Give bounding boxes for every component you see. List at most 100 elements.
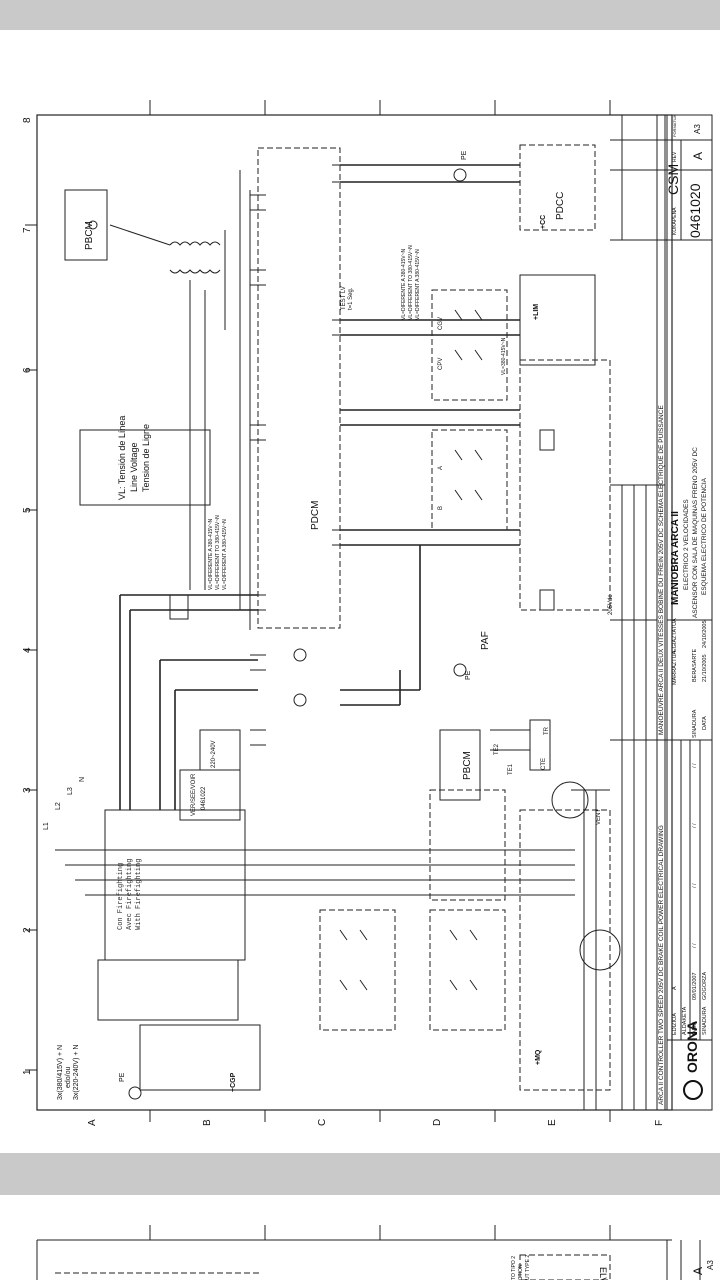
row-label: A <box>87 1119 98 1126</box>
tr-label: TR <box>544 726 550 735</box>
phase-l3: L3 <box>67 787 74 795</box>
vl-equal-note: VL=380-415V~N <box>501 337 507 375</box>
phase-n: N <box>79 777 86 782</box>
pe-label: PE <box>461 150 468 160</box>
title-strip-english: ARCA II CONTROLLER TWO SPEED 205V DC BRA… <box>658 825 665 1105</box>
date-drawn: 21/10/2005 <box>702 654 708 682</box>
col-label: 7 <box>22 227 33 233</box>
row-label: F <box>654 1120 665 1126</box>
title-line: ESQUEMA ELECTRICO DE POTENCIA <box>701 477 708 595</box>
vl-legend-line: Tension de Ligne <box>141 424 151 492</box>
col-label: 6 <box>22 367 33 373</box>
voltage-205-label: 205Vdc <box>608 595 614 615</box>
title-strip-french: MANOEUVRE ARCA II DEUX VITESSES BOBINE D… <box>658 405 665 735</box>
test-note-line: t=1 Seg. <box>348 287 354 310</box>
col-label: 1 <box>22 1069 33 1075</box>
cte-label: CTE <box>541 758 547 770</box>
format-value: A3 <box>693 124 702 134</box>
pdcm-label: PDCM <box>310 501 321 530</box>
edition-label: DATA <box>692 1021 698 1035</box>
orona-logo: ORONA <box>683 1021 703 1100</box>
row-label: B <box>202 1119 213 1126</box>
electrical-schematic-sheet: 1 2 3 4 5 6 7 8 A B C D E F 3x(380/415V)… <box>22 100 713 1126</box>
contactor-label: A <box>438 466 444 470</box>
col-label: 8 <box>22 117 33 123</box>
vl-note-line: VL=DIFERENTE A 380-415V~N <box>401 248 407 320</box>
supply-label: 3x(380/415V) + N <box>57 1045 64 1100</box>
pbcm-top-label: PBCM <box>84 221 95 250</box>
sheet2-fragment: CTION <box>518 1264 524 1280</box>
sign-label: SINADURA <box>692 709 698 738</box>
vl-note-line: VL=DIFFERENT TO 380-415V~N <box>408 245 414 320</box>
drawing-page-2: A3 A TO TIPO 2 CTION UT TYPE 2 ELV <box>0 1195 720 1280</box>
vent-label: VENT <box>596 809 602 825</box>
edition-a: A <box>672 986 678 990</box>
phase-l1: L1 <box>43 822 50 830</box>
phase-l2: L2 <box>55 802 62 810</box>
contactor-label: CGV <box>438 317 444 330</box>
next-sheet-preview: A3 A TO TIPO 2 CTION UT TYPE 2 ELV <box>36 1225 715 1280</box>
pdcc-label: PDCC <box>555 192 566 220</box>
pbcm-mid-label: PBCM <box>462 751 473 780</box>
egiaztatua-label: EGIAZTATUA <box>672 618 678 652</box>
rev-value: A <box>691 152 705 160</box>
edition-label: ALDAKETA <box>682 1006 688 1035</box>
vl-legend-line: VL: Tensión de Línea <box>117 416 127 500</box>
sheet2-fragment: UT TYPE 2 <box>525 1255 531 1280</box>
lim-label: +LIM <box>533 304 540 320</box>
col-label: 5 <box>22 507 33 513</box>
csm-label: CSM <box>665 164 681 195</box>
vl-legend-line: Line Voltage <box>129 442 139 492</box>
vl-note-right: VL=DIFERENTE A 380-415V~N VL=DIFFERENT T… <box>401 245 507 375</box>
row-letter-labels: A B C D E F <box>87 1119 665 1126</box>
vl-note-line: VL=DIFFERENT TO 380-415V~N <box>215 515 221 590</box>
vl-note-line: VL=DIFFERENT A 380-415V~N <box>222 519 228 590</box>
title-main: MANIOBRA ARCA II <box>670 511 681 605</box>
supply-label: edo/ou <box>65 1066 72 1088</box>
firefighting-note: Con Firefighting Avec Firefighting With … <box>117 859 143 930</box>
cgp-label: +CGP <box>230 1072 237 1092</box>
drawing-page-1: 1 2 3 4 5 6 7 8 A B C D E F 3x(380/415V)… <box>0 30 720 1153</box>
edition-label: EDIZIOA <box>672 1013 678 1035</box>
cc-label: +CC <box>540 215 547 229</box>
supply-label: 3x(220-240V) + N <box>73 1045 80 1100</box>
ver-box-line: VER/SEE/VOIR <box>191 773 197 816</box>
page-gap <box>0 1153 720 1195</box>
voltage-220-label: 220~240V <box>211 740 217 768</box>
edition-label: SINADURA <box>702 1006 708 1035</box>
pe-label: PE <box>465 670 472 680</box>
sheet2-elv: ELV <box>598 1267 608 1280</box>
empty-mark: / / <box>692 763 698 768</box>
col-label: 3 <box>22 787 33 793</box>
firefighting-line: Con Firefighting <box>117 863 125 930</box>
viewer-top-bar <box>0 0 720 30</box>
vl-note-left: VL=DIFERENTE A 380-415V~N VL=DIFFERENT T… <box>208 515 228 590</box>
row-label: E <box>547 1119 558 1126</box>
sheet2-fragment: TO TIPO 2 <box>511 1256 517 1280</box>
plan-number: 0461020 <box>687 183 703 238</box>
pe-label: PE <box>119 1072 126 1082</box>
edition-date: 09/01/2007 <box>692 972 698 1000</box>
empty-mark: / / <box>692 883 698 888</box>
contactor-label: B <box>438 506 444 510</box>
te2-label: TE2 <box>494 743 500 755</box>
te1-label: TE1 <box>508 763 514 775</box>
vl-note-line: VL=DIFFERENT A 380-415V~N <box>415 249 421 320</box>
firefighting-line: With Firefighting <box>135 859 143 930</box>
edition-signer: GOGORZA <box>702 972 708 1000</box>
title-line: ELECTRICO 2 VELOCIDADES <box>683 499 690 590</box>
vl-note-line: VL=DIFERENTE A 380-415V~N <box>208 518 214 590</box>
test-note-line: TEST LV <box>341 286 347 310</box>
col-label: 2 <box>22 927 33 933</box>
row-label: C <box>317 1119 328 1126</box>
firefighting-line: Avec Firefighting <box>126 859 134 930</box>
date-checked: 24/10/2005 <box>702 620 708 648</box>
contactor-label: CPV <box>438 358 444 370</box>
sheet2-rev: A <box>691 1267 705 1275</box>
sign-label: DATA <box>702 716 708 730</box>
empty-mark: / / <box>692 823 698 828</box>
rev-label: REV <box>672 151 678 162</box>
format-label: FORMATUA <box>672 115 677 137</box>
contactor-labels: CGV CPV A B <box>438 317 444 510</box>
column-number-labels: 1 2 3 4 5 6 7 8 <box>22 117 33 1075</box>
